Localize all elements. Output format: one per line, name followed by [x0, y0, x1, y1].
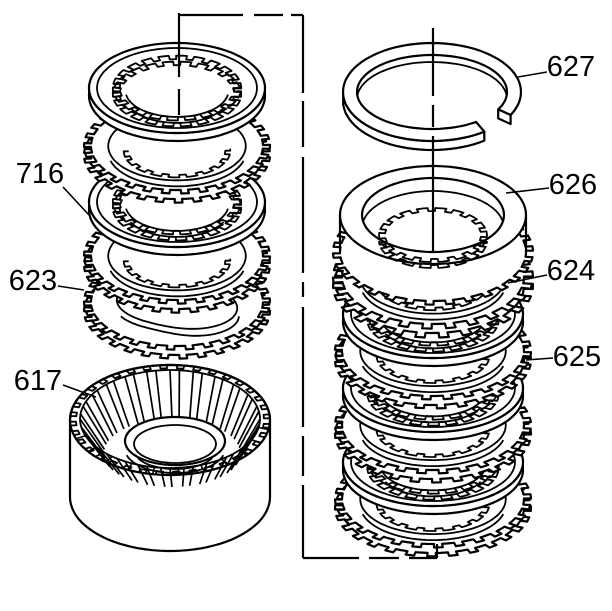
- part-L1-friction-plate: [87, 41, 267, 143]
- leader-line: [57, 285, 85, 291]
- part-number-label: 617: [14, 365, 62, 397]
- callout-617: 617: [14, 365, 97, 398]
- through-hole-spline: [375, 353, 491, 384]
- hole-edge-lower: [384, 333, 482, 350]
- inner-edge-lower: [361, 439, 505, 467]
- callout-623: 623: [9, 265, 85, 297]
- hub-lower-edge: [125, 454, 225, 474]
- part-number-label: 624: [547, 255, 595, 287]
- inner-edge-lower: [109, 160, 245, 188]
- rim-notches: [69, 364, 271, 476]
- hole-edge-lower: [384, 407, 482, 424]
- hole-edge: [380, 320, 486, 344]
- inner-edge-lower: [361, 365, 505, 393]
- hub-inner-lower: [137, 457, 213, 470]
- part-number-label: 626: [549, 169, 597, 201]
- through-hole-spline: [375, 501, 491, 532]
- callout-716: 716: [16, 158, 90, 216]
- hole-edge: [125, 94, 229, 118]
- part-617-clutch-drum: [68, 363, 272, 553]
- hole-edge-lower: [129, 107, 225, 124]
- hole-edge-lower: [384, 481, 482, 498]
- parts-layer: [68, 41, 535, 558]
- wave-line-lower: [120, 315, 240, 337]
- part-number-label: 625: [553, 341, 601, 373]
- visible-spline: [378, 207, 488, 263]
- hole-edge: [380, 468, 486, 492]
- through-hole-spline: [122, 258, 232, 289]
- part-number-label: 623: [9, 265, 57, 297]
- hole-edge-lower: [129, 221, 225, 238]
- callout-626: 626: [505, 169, 597, 201]
- inner-spline: [111, 54, 243, 122]
- inner-edge-lower: [361, 513, 505, 541]
- part-number-label: 627: [547, 51, 595, 83]
- callout-624: 624: [507, 255, 595, 287]
- hub-inner-ring: [133, 424, 217, 464]
- part-number-label: 716: [16, 158, 64, 190]
- through-hole-spline: [122, 148, 232, 179]
- gap-end-tab: [497, 108, 512, 126]
- leader-line: [517, 71, 548, 78]
- rim-inner-edge: [96, 47, 258, 129]
- leader-line: [507, 274, 548, 284]
- callout-625: 625: [525, 341, 601, 373]
- leader-line: [505, 187, 550, 194]
- leader-line: [62, 186, 90, 216]
- inner-edge-lower: [361, 292, 505, 321]
- callouts-layer: 716 623 617 627 626 624 625: [9, 51, 601, 398]
- connector-lines-layer: [177, 13, 439, 560]
- spline-slats: [79, 369, 261, 488]
- hole-edge: [380, 394, 486, 418]
- leader-line: [525, 357, 554, 361]
- leader-line: [62, 384, 97, 398]
- inner-edge-lower: [109, 270, 245, 298]
- hole-edge: [125, 208, 229, 232]
- visible-spline-lower: [378, 240, 488, 269]
- through-hole-spline: [375, 427, 491, 458]
- callout-627: 627: [517, 51, 595, 83]
